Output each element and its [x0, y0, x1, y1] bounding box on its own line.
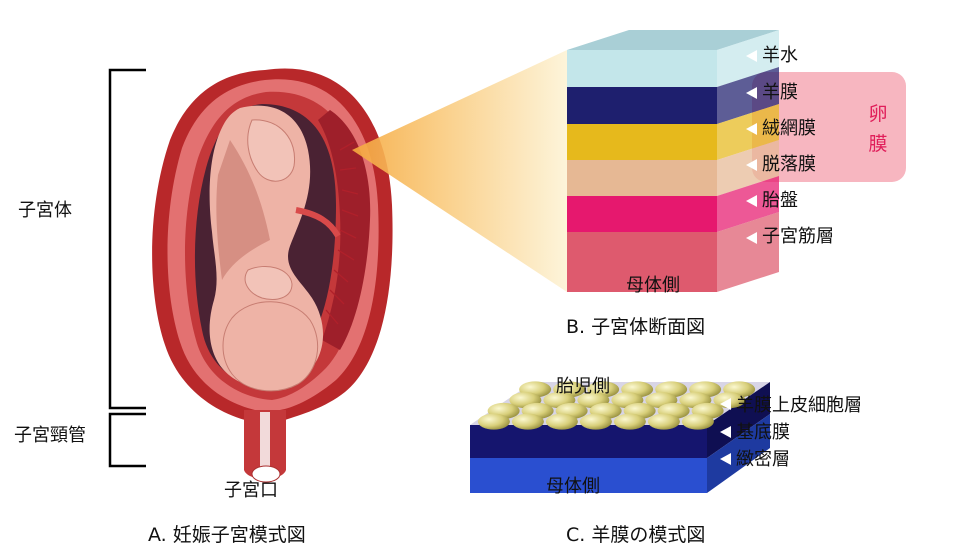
label-maternal-side-c: 母体側 [546, 476, 600, 497]
caption-a: A. 妊娠子宮模式図 [148, 524, 306, 546]
zoom-beam [352, 50, 567, 292]
region-brackets [108, 68, 146, 468]
layer-pointer-markers [746, 50, 757, 244]
cervical-canal [260, 412, 270, 468]
layer-front-3 [567, 160, 717, 196]
pointer-arrow-0 [746, 50, 757, 62]
layer-label-2: 絨網膜 [762, 118, 816, 139]
epithelial-cell [545, 413, 578, 430]
umbilical-cord [295, 207, 341, 238]
caption-c: C. 羊膜の模式図 [566, 524, 706, 546]
layer-label-1: 羊膜 [762, 82, 798, 103]
fetus-shadow [216, 140, 270, 280]
amnion-pointer-arrow-1 [720, 426, 731, 438]
layer-label-5: 子宮筋層 [762, 226, 834, 247]
placenta [318, 110, 371, 350]
compact-layer-front [470, 458, 707, 493]
label-cervical-os: 子宮口 [224, 480, 278, 501]
fetus-head [222, 301, 319, 392]
layer-side-2 [717, 104, 779, 160]
amnion-layer-label-0: 羊膜上皮細胞層 [736, 395, 862, 416]
layer-side-5 [717, 212, 779, 292]
egg-membrane-label: 卵膜 [868, 103, 888, 155]
epithelial-cell [511, 413, 544, 430]
amnion-layer-label-1: 基底膜 [736, 422, 790, 443]
layer-side-1 [717, 67, 779, 124]
bracket-uterine-body [108, 68, 146, 410]
amnion-pointer-arrow-0 [720, 398, 731, 410]
label-fetal-side: 胎児側 [556, 376, 610, 397]
layer-front-4 [567, 196, 717, 232]
epithelial-cell [579, 413, 612, 430]
layer-front-5 [567, 232, 717, 292]
pointer-arrow-1 [746, 87, 757, 99]
amnion-pointer-arrow-2 [720, 453, 731, 465]
amnion-epithelial-cells [477, 381, 756, 430]
label-uterine-body: 子宮体 [18, 200, 72, 221]
bracket-cervix [108, 412, 146, 468]
layer-side-3 [717, 140, 779, 196]
layer-side-0 [717, 30, 779, 87]
pregnant-uterus-illustration [152, 68, 393, 483]
fetus-leg [247, 119, 296, 182]
layer-label-4: 胎盤 [762, 190, 798, 211]
compact-layer-side [707, 414, 770, 493]
caption-b: B. 子宮体断面図 [566, 316, 706, 338]
basement-membrane-front [470, 425, 707, 458]
pointer-arrow-5 [746, 232, 757, 244]
layer-label-3: 脱落膜 [762, 154, 816, 175]
uterine-section-block [567, 30, 779, 292]
epithelial-cell [681, 413, 714, 430]
epithelial-cell [647, 413, 680, 430]
pointer-arrow-3 [746, 159, 757, 171]
cervical-os-mark [251, 465, 281, 483]
layer-front-1 [567, 87, 717, 124]
fetus-arm [244, 266, 293, 300]
layer-front-2 [567, 124, 717, 160]
epithelial-cell [477, 413, 510, 430]
label-cervical-canal: 子宮頸管 [14, 425, 86, 446]
layer-front-0 [567, 50, 717, 87]
layer-side-4 [717, 176, 779, 232]
pointer-arrow-4 [746, 195, 757, 207]
placental-vessels [325, 141, 359, 325]
label-maternal-side-b: 母体側 [626, 275, 680, 296]
epithelial-cell [613, 413, 646, 430]
layer-label-0: 羊水 [762, 45, 798, 66]
basement-membrane-side [707, 382, 770, 458]
amnion-layer-label-2: 緻密層 [736, 449, 790, 470]
block-top-face [567, 30, 779, 50]
pointer-arrow-2 [746, 123, 757, 135]
amnion-pointer-markers [720, 398, 731, 465]
